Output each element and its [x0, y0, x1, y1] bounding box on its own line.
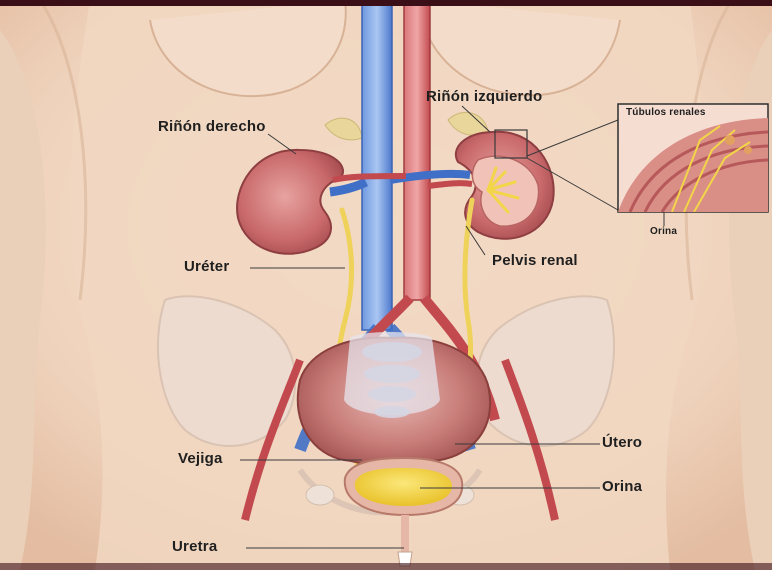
label-orina-inset: Orina	[650, 226, 677, 237]
label-tubulos-renales: Túbulos renales	[626, 107, 706, 118]
label-ureter: Uréter	[184, 258, 229, 275]
label-rinon-derecho: Riñón derecho	[158, 118, 266, 135]
label-uretra: Uretra	[172, 538, 217, 555]
label-rinon-izquierdo: Riñón izquierdo	[426, 88, 542, 105]
label-utero: Útero	[602, 434, 642, 451]
label-pelvis-renal: Pelvis renal	[492, 252, 578, 269]
renal-tubules-inset	[618, 104, 768, 226]
label-vejiga: Vejiga	[178, 450, 223, 467]
label-orina: Orina	[602, 478, 642, 495]
